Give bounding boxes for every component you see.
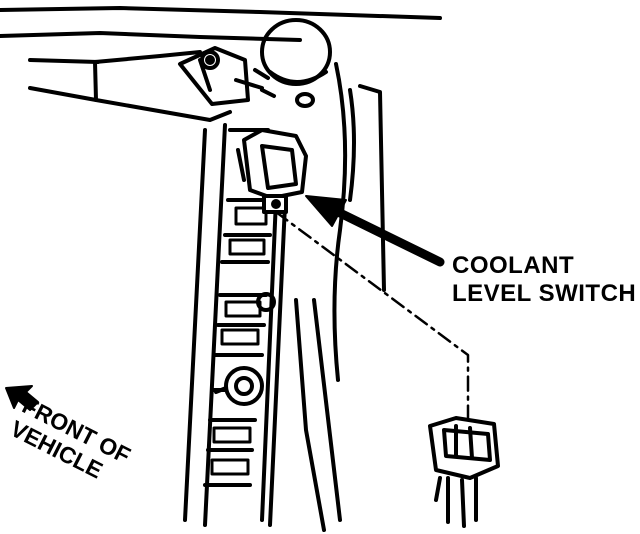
callout-arrow	[305, 195, 445, 267]
frame-bolt	[256, 292, 276, 312]
coolant-level-switch-label: COOLANT LEVEL SWITCH	[452, 252, 636, 308]
leader-line	[274, 210, 470, 422]
coolant-switch-housing	[236, 128, 308, 214]
radiator-cap	[234, 18, 332, 108]
left-arrow-icon	[5, 385, 39, 411]
callout-line-2: LEVEL SWITCH	[452, 280, 637, 307]
drain-plug	[214, 366, 264, 406]
mount-bracket	[178, 46, 250, 106]
side-hoses	[294, 62, 386, 532]
upper-panel	[0, 6, 442, 122]
switch-connector	[428, 416, 500, 528]
callout-line-1: COOLANT	[452, 252, 575, 279]
